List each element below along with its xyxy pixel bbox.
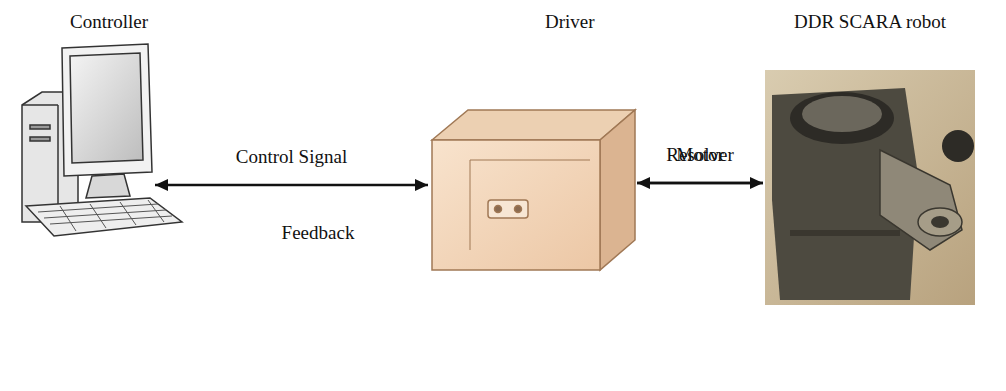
signal-arrow bbox=[637, 177, 763, 189]
diagram-node: Controller bbox=[8, 8, 153, 243]
diagram-node: DDR SCARA robot bbox=[765, 8, 975, 308]
computer-illustration bbox=[22, 44, 182, 236]
robot-photo bbox=[765, 70, 975, 305]
node-title: Driver bbox=[545, 10, 595, 34]
diagram-node: Driver bbox=[430, 8, 635, 273]
signal-label: Resolver bbox=[664, 143, 736, 167]
node-title: DDR SCARA robot bbox=[794, 10, 946, 34]
signal-label: Feedback bbox=[280, 221, 357, 245]
driver-illustration bbox=[432, 110, 635, 270]
signal-arrow bbox=[155, 179, 428, 191]
node-title: Controller bbox=[70, 10, 148, 34]
signal-label: Control Signal bbox=[234, 145, 349, 169]
signal-arrow bbox=[637, 177, 763, 189]
